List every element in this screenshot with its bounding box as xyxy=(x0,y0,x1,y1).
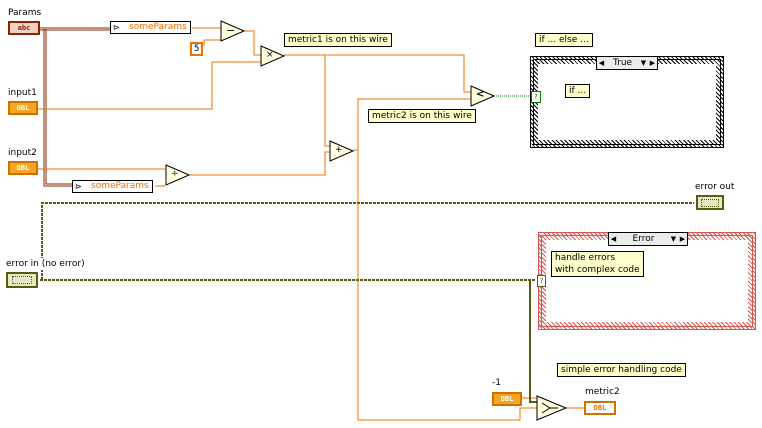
error-cluster-icon xyxy=(701,198,719,207)
subtract-icon: − xyxy=(226,24,236,37)
divide-node[interactable] xyxy=(165,164,191,186)
error-case-structure[interactable] xyxy=(538,232,756,330)
params-terminal-text: abc xyxy=(17,24,31,32)
case-menu-icon[interactable]: ▼ xyxy=(640,59,647,67)
params-control[interactable]: abc xyxy=(8,21,40,35)
handle-errors-line1: handle errors xyxy=(555,253,616,263)
less-than-node[interactable] xyxy=(470,85,496,107)
error-in-control[interactable] xyxy=(6,272,38,288)
unbundle-arrow-icon: ⊳ xyxy=(75,182,82,191)
if-else-note: if ... else ... xyxy=(535,33,593,47)
error-in-label: error in (no error) xyxy=(4,258,87,270)
boolean-case-selector[interactable]: ◀ True ▼ ▶ xyxy=(596,56,658,70)
const-neg1-label: -1 xyxy=(490,377,503,389)
metric2-terminal-text: DBL xyxy=(593,404,607,412)
multiply-icon: × xyxy=(266,50,274,60)
metric1-note: metric1 is on this wire xyxy=(284,33,392,47)
cluster-wire xyxy=(40,27,110,187)
input2-control[interactable]: DBL xyxy=(8,161,38,175)
error-out-indicator[interactable] xyxy=(696,195,724,210)
boolean-case-value: True xyxy=(612,58,633,68)
error-case-selector-terminal[interactable]: ? xyxy=(537,275,546,287)
error-case-selector[interactable]: ◀ Error ▼ ▶ xyxy=(608,232,688,246)
boolean-case-frame xyxy=(538,64,716,140)
add-icon: + xyxy=(335,145,343,155)
unbundle-bottom-text: someParams xyxy=(91,181,149,191)
const-5[interactable]: 5 xyxy=(190,42,204,56)
case-menu-icon[interactable]: ▼ xyxy=(670,235,677,243)
case-next-icon[interactable]: ▶ xyxy=(679,235,686,243)
error-case-value: Error xyxy=(632,234,655,244)
input1-label: input1 xyxy=(6,87,39,99)
boolean-case-structure[interactable] xyxy=(530,56,724,148)
input2-label: input2 xyxy=(6,147,39,159)
case-prev-icon[interactable]: ◀ xyxy=(598,59,605,67)
add-node[interactable] xyxy=(329,140,355,162)
const-neg1[interactable]: DBL xyxy=(492,392,522,406)
handle-errors-line2: with complex code xyxy=(555,265,640,275)
if-inner-note: if ... xyxy=(565,84,591,98)
input2-terminal-text: DBL xyxy=(16,164,30,172)
error-out-label: error out xyxy=(693,181,737,193)
metric2-note: metric2 is on this wire xyxy=(368,109,476,123)
const-neg1-text: DBL xyxy=(500,395,514,403)
unbundle-top-text: someParams xyxy=(129,22,187,32)
error-cluster-icon xyxy=(12,276,32,284)
error-wires xyxy=(40,202,694,403)
subtract-node[interactable] xyxy=(220,20,246,42)
unbundle-top[interactable]: ⊳ someParams xyxy=(110,21,191,34)
less-than-icon: < xyxy=(476,89,485,100)
input1-terminal-text: DBL xyxy=(16,104,30,112)
unbundle-arrow-icon: ⊳ xyxy=(113,23,120,32)
divide-icon: ÷ xyxy=(171,169,179,179)
simple-error-note: simple error handling code xyxy=(557,363,686,377)
input1-control[interactable]: DBL xyxy=(8,101,38,115)
case-next-icon[interactable]: ▶ xyxy=(649,59,656,67)
dbl-wires xyxy=(38,27,584,421)
multiply-node[interactable] xyxy=(260,45,286,67)
select-node[interactable] xyxy=(536,395,568,421)
handle-errors-note: handle errors with complex code xyxy=(551,251,644,277)
params-label: Params xyxy=(6,7,44,19)
unbundle-bottom[interactable]: ⊳ someParams xyxy=(72,180,153,193)
metric2-indicator[interactable]: DBL xyxy=(584,401,616,415)
metric2-out-label: metric2 xyxy=(583,386,622,398)
case-selector-terminal[interactable]: ? xyxy=(531,91,541,103)
case-prev-icon[interactable]: ◀ xyxy=(610,235,617,243)
